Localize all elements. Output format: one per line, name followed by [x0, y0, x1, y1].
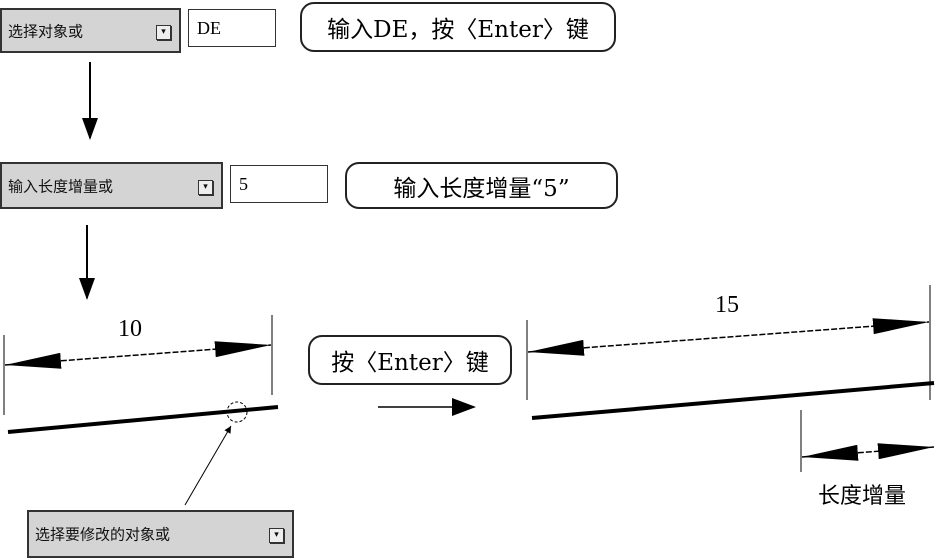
dropdown-arrow-icon[interactable]: ▾ [198, 179, 213, 195]
callout-step2: 输入长度增量“5” [345, 162, 618, 209]
dropdown-arrow-icon[interactable]: ▾ [156, 24, 171, 40]
dropdown-arrow-icon[interactable]: ▾ [269, 528, 284, 543]
flow-arrow-1 [82, 62, 98, 140]
command-input-increment[interactable]: 5 [230, 165, 328, 203]
callout-step3: 按〈Enter〉键 [308, 335, 512, 385]
prompt-label: 选择对象或 [8, 22, 84, 40]
prompt-label: 选择要修改的对象或 [35, 525, 171, 544]
line-after [526, 285, 935, 472]
command-prompt-select-object[interactable]: 选择对象或 ▾ [0, 8, 181, 53]
increment-label: 长度增量 [818, 484, 907, 509]
callout-step1: 输入DE，按〈Enter〉键 [300, 2, 616, 52]
command-prompt-length-increment[interactable]: 输入长度增量或 ▾ [0, 162, 223, 209]
dimension-after: 15 [715, 292, 739, 318]
flow-arrow-2 [79, 225, 95, 300]
prompt-label: 输入长度增量或 [8, 177, 114, 195]
command-prompt-select-modify-object[interactable]: 选择要修改的对象或 ▾ [27, 510, 294, 558]
enter-arrow [378, 398, 476, 416]
dimension-before: 10 [118, 316, 142, 342]
command-input-de[interactable]: DE [188, 9, 276, 47]
line-before [3, 315, 279, 506]
